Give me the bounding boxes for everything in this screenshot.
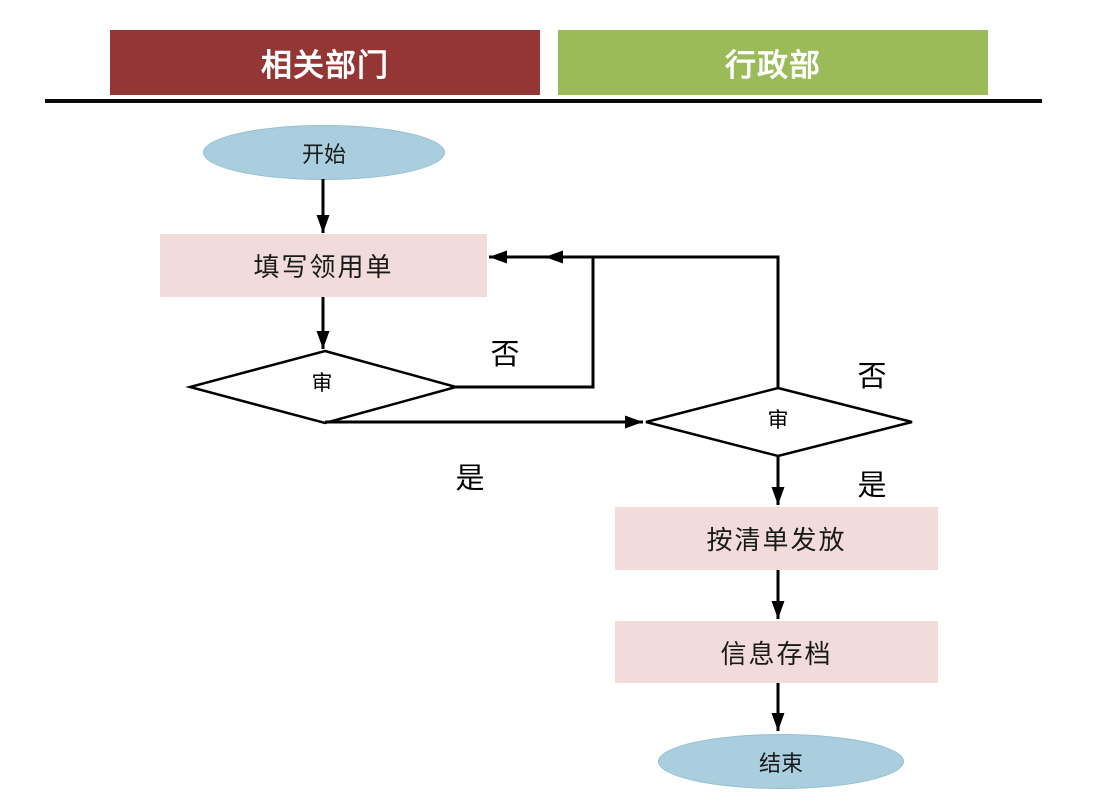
lane-header-admin-department: 行政部: [558, 30, 988, 95]
start-node: 开始: [203, 125, 445, 180]
process-archive: 信息存档: [615, 621, 938, 683]
arrow-review-2-no-loop: [545, 250, 780, 388]
lane-header-label: 行政部: [725, 48, 821, 83]
lane-header-label: 相关部门: [261, 48, 389, 83]
edge-label-review-1-yes: 是: [455, 463, 485, 495]
edge-label-review-1-no: 否: [490, 339, 520, 371]
process-fill-form-label: 填写领用单: [253, 253, 394, 282]
edge-label-review-2-no: 否: [857, 361, 887, 393]
lane-header-related-departments: 相关部门: [110, 30, 540, 95]
process-fill-form: 填写领用单: [160, 234, 487, 297]
start-node-label: 开始: [301, 141, 346, 167]
decision-review-2-label: 审: [767, 408, 789, 432]
edge-label-review-2-yes: 是: [857, 470, 887, 502]
process-distribute-label: 按清单发放: [706, 526, 847, 555]
end-node: 结束: [658, 734, 904, 789]
process-distribute: 按清单发放: [615, 507, 938, 570]
end-node-label: 结束: [758, 750, 803, 776]
header-separator-line: [45, 99, 1042, 103]
decision-review-1-label: 审: [311, 371, 333, 395]
process-archive-label: 信息存档: [720, 639, 833, 669]
